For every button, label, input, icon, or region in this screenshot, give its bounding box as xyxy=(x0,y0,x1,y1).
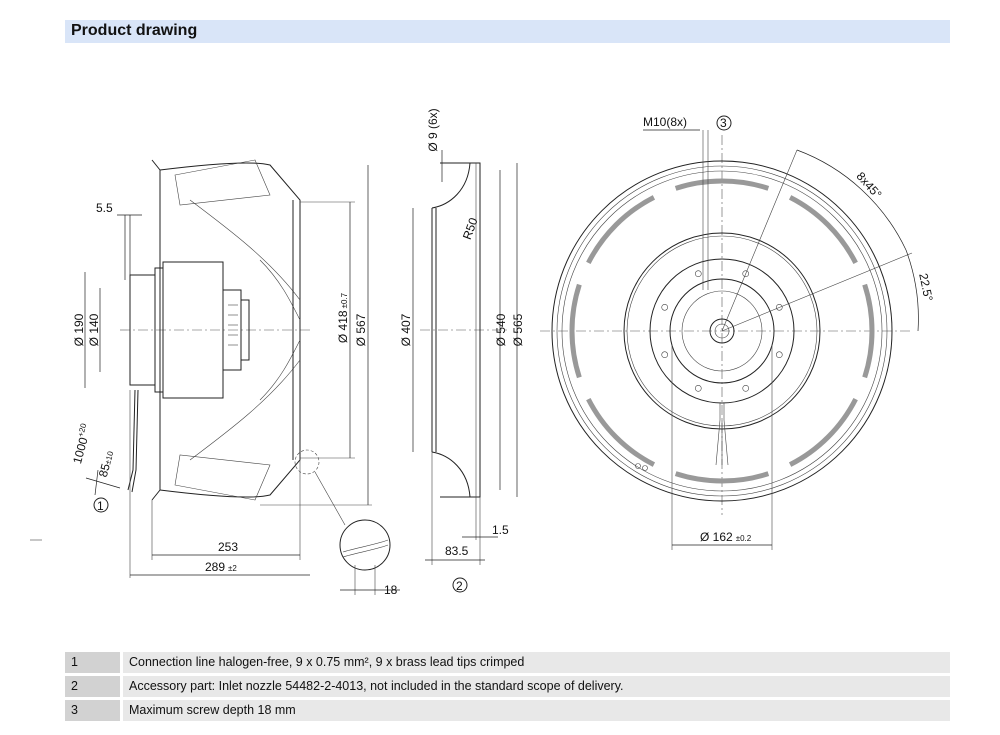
section-header: Product drawing xyxy=(65,20,950,43)
dim-m10: M10(8x) xyxy=(643,115,687,129)
note-text: Accessory part: Inlet nozzle 54482-2-401… xyxy=(123,676,950,697)
nozzle-view: Ø 9 (6x) R50 Ø 407 Ø 540 Ø 565 83.5 1.5 … xyxy=(399,108,525,593)
svg-text:Ø 162±0.2: Ø 162±0.2 xyxy=(700,530,752,544)
svg-text:289±2: 289±2 xyxy=(205,560,237,574)
svg-text:Ø 418±0.7: Ø 418 ±0.7 xyxy=(336,292,350,343)
dim-418: Ø 418 xyxy=(336,310,350,343)
dim-85: 85 xyxy=(96,462,113,479)
dim-289-tol: ±2 xyxy=(228,564,237,573)
dim-565: Ø 565 xyxy=(511,313,525,346)
svg-text:85±10: 85±10 xyxy=(96,449,117,479)
impeller-slot xyxy=(674,178,770,191)
note-number: 2 xyxy=(65,676,120,697)
dim-190: Ø 190 xyxy=(72,313,86,346)
section-title: Product drawing xyxy=(71,22,198,39)
note-row: 3 Maximum screw depth 18 mm xyxy=(65,700,950,721)
callout-3: 3 xyxy=(720,116,727,130)
dim-r50: R50 xyxy=(460,216,481,242)
dim-83-5: 83.5 xyxy=(445,544,469,558)
dim-1-5: 1.5 xyxy=(492,523,509,537)
dim-540: Ø 540 xyxy=(494,313,508,346)
callout-1: 1 xyxy=(97,499,104,513)
dim-1000: 1000 xyxy=(70,436,91,466)
dim-162-tol: ±0.2 xyxy=(736,534,752,543)
impeller-slot xyxy=(569,283,582,379)
mounting-hole xyxy=(742,270,750,278)
mounting-hole xyxy=(661,351,669,359)
dim-85-tol: ±10 xyxy=(103,450,115,466)
mounting-hole xyxy=(694,384,702,392)
dim-140: Ø 140 xyxy=(87,313,101,346)
mounting-hole xyxy=(775,303,783,311)
impeller-slot xyxy=(586,397,656,467)
dim-9: Ø 9 (6x) xyxy=(426,108,440,151)
dim-5-5: 5.5 xyxy=(96,201,113,215)
impeller-slot xyxy=(586,195,656,265)
dim-1000-tol: +20 xyxy=(76,422,88,438)
front-view: M10(8x) 3 8x45° 22.5° Ø 162±0.2 xyxy=(540,115,936,550)
note-row: 1 Connection line halogen-free, 9 x 0.75… xyxy=(65,652,950,673)
mounting-hole xyxy=(775,351,783,359)
mounting-hole xyxy=(661,303,669,311)
dim-289: 289 xyxy=(205,560,225,574)
dim-253: 253 xyxy=(218,540,238,554)
dim-22-5: 22.5° xyxy=(916,272,936,303)
side-view: 5.5 Ø 190 Ø 140 Ø 418±0.7 Ø 567 1000+20 … xyxy=(69,159,400,597)
note-text: Maximum screw depth 18 mm xyxy=(123,700,950,721)
note-text: Connection line halogen-free, 9 x 0.75 m… xyxy=(123,652,950,673)
mounting-hole xyxy=(742,384,750,392)
dim-18: 18 xyxy=(384,583,398,597)
impeller-slot xyxy=(862,283,875,379)
notes-table: 1 Connection line halogen-free, 9 x 0.75… xyxy=(65,652,950,724)
note-row: 2 Accessory part: Inlet nozzle 54482-2-4… xyxy=(65,676,950,697)
dim-567: Ø 567 xyxy=(354,313,368,346)
dim-418-tol: ±0.7 xyxy=(340,292,349,308)
impeller-slot xyxy=(788,195,858,265)
svg-text:1000+20: 1000+20 xyxy=(69,422,94,465)
callout-2: 2 xyxy=(456,579,463,593)
note-number: 1 xyxy=(65,652,120,673)
note-number: 3 xyxy=(65,700,120,721)
mounting-hole xyxy=(694,270,702,278)
impeller-slot xyxy=(788,397,858,467)
dim-407: Ø 407 xyxy=(399,313,413,346)
impeller-slot xyxy=(674,471,770,484)
dim-162: Ø 162 xyxy=(700,530,733,544)
